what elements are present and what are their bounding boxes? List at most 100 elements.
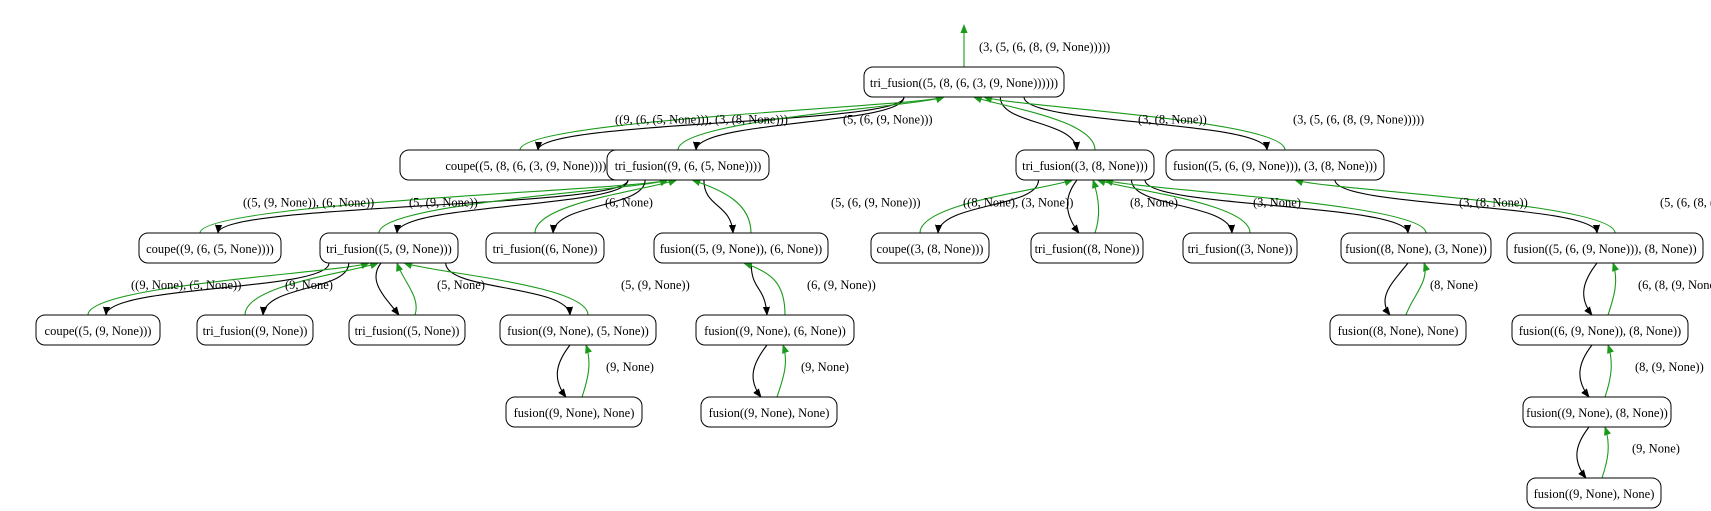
call-node-label: fusion((8, None), (3, None)) <box>1345 242 1487 256</box>
return-value-label: ((9, None), (5, None)) <box>131 278 241 292</box>
call-node: coupe((9, (6, (5, None)))) <box>138 232 282 264</box>
call-node-box <box>196 314 314 346</box>
call-node: fusion((8, None), None) <box>1329 314 1467 346</box>
return-value-label: (8, (9, None)) <box>1635 360 1704 374</box>
call-edge <box>556 344 571 398</box>
call-node: fusion((5, (9, None)), (6, None)) <box>653 232 829 264</box>
return-edge <box>919 179 1074 234</box>
return-edge <box>972 96 1096 151</box>
call-node-label: fusion((5, (6, (9, None))), (8, None)) <box>1513 242 1696 256</box>
call-node-box <box>653 232 829 264</box>
return-value-label: (8, None) <box>1430 278 1478 292</box>
return-value-label: (9, None) <box>1632 442 1680 456</box>
call-node-label: fusion((9, None), None) <box>514 406 635 420</box>
return-value-label: (9, None) <box>285 278 333 292</box>
call-node-label: fusion((9, None), (5, None)) <box>507 324 649 338</box>
call-node-box <box>138 232 282 264</box>
call-edge <box>1144 179 1411 234</box>
call-node: tri_fusion((5, (8, (6, (3, (9, None)))))… <box>863 66 1065 98</box>
call-node-box <box>1182 232 1298 264</box>
call-node: fusion((8, None), (3, None)) <box>1340 232 1492 264</box>
call-node-label: coupe((3, (8, None))) <box>877 242 984 256</box>
return-edge <box>581 344 592 398</box>
call-node-box <box>1526 477 1662 509</box>
return-value-label: ((8, None), (3, None)) <box>963 196 1073 210</box>
return-value-label: (5, None) <box>437 278 485 292</box>
call-node-box <box>695 314 855 346</box>
call-node: coupe((3, (8, None))) <box>870 232 990 264</box>
return-value-label: (6, None) <box>605 196 653 210</box>
call-edge <box>752 344 768 398</box>
call-node: fusion((9, None), None) <box>505 396 643 428</box>
call-edge <box>375 262 400 316</box>
call-node: fusion((6, (9, None)), (8, None)) <box>1511 314 1689 346</box>
return-value-label: (5, (6, (8, (9, None)))) <box>1660 196 1711 210</box>
return-edge <box>1607 262 1619 316</box>
call-node-label: tri_fusion((9, (6, (5, None)))) <box>615 159 761 173</box>
return-edge <box>1294 179 1616 234</box>
call-node-label: tri_fusion((3, None)) <box>1188 242 1293 256</box>
call-node: fusion((9, None), None) <box>1526 477 1662 509</box>
return-value-label: (5, (9, None)) <box>409 196 478 210</box>
call-node: fusion((5, (6, (9, None))), (8, None)) <box>1506 232 1704 264</box>
call-node-label: tri_fusion((6, None)) <box>493 242 598 256</box>
return-value-label: (6, (9, None)) <box>807 278 876 292</box>
call-node-label: tri_fusion((5, (9, None))) <box>326 242 452 256</box>
call-node-box <box>1511 314 1689 346</box>
call-node-label: coupe((5, (9, None))) <box>45 324 152 338</box>
return-edge <box>378 179 669 234</box>
edge-labels-layer: ((9, (6, (5, None))), (3, (8, None)))(5,… <box>131 40 1711 456</box>
call-node-label: fusion((9, None), (8, None)) <box>1526 406 1668 420</box>
edges-layer <box>87 24 1619 479</box>
call-edge <box>693 96 905 151</box>
call-node-box <box>1015 149 1155 181</box>
call-node-label: tri_fusion((8, None)) <box>1035 242 1140 256</box>
call-node: tri_fusion((9, None)) <box>196 314 314 346</box>
return-value-label: (8, None) <box>1130 196 1178 210</box>
return-edge <box>742 262 786 316</box>
call-node-box <box>1506 232 1704 264</box>
call-node-label: fusion((9, None), None) <box>1534 487 1655 501</box>
call-edge <box>103 262 330 316</box>
return-edge <box>983 96 1286 151</box>
call-node-label: fusion((9, None), None) <box>709 406 830 420</box>
return-value-label: (3, (5, (6, (8, (9, None))))) <box>1293 113 1424 127</box>
return-edge <box>534 179 678 234</box>
return-value-label: ((5, (9, None)), (6, None)) <box>243 196 374 210</box>
return-value-label: (5, (6, (9, None))) <box>843 113 933 127</box>
return-value-label: (3, (8, None)) <box>1459 196 1528 210</box>
call-node-label: fusion((8, None), None) <box>1338 324 1459 338</box>
call-node: fusion((9, None), (5, None)) <box>499 314 657 346</box>
call-node-box <box>319 232 459 264</box>
call-node-box <box>1329 314 1467 346</box>
return-edge <box>691 179 752 234</box>
call-node: tri_fusion((5, None)) <box>348 314 466 346</box>
call-edge <box>750 262 771 316</box>
call-node: fusion((9, None), (6, None)) <box>695 314 855 346</box>
call-node-label: fusion((6, (9, None)), (8, None)) <box>1519 324 1681 338</box>
return-edge <box>776 344 789 398</box>
call-edge <box>1583 262 1598 316</box>
return-edge <box>396 262 417 316</box>
call-node: tri_fusion((8, None)) <box>1030 232 1144 264</box>
call-node: coupe((5, (9, None))) <box>35 314 161 346</box>
call-node-label: fusion((9, None), (6, None)) <box>704 324 846 338</box>
return-edge <box>403 262 589 316</box>
call-node-box <box>505 396 643 428</box>
return-value-label: (6, (8, (9, None))) <box>1638 278 1711 292</box>
return-edge <box>1405 262 1430 316</box>
call-node-box <box>870 232 990 264</box>
call-edge <box>703 179 737 234</box>
call-node: tri_fusion((3, (8, None))) <box>1015 149 1155 181</box>
return-value-label: (9, None) <box>801 360 849 374</box>
call-edge <box>1576 426 1590 479</box>
call-node-label: tri_fusion((3, (8, None))) <box>1022 159 1148 173</box>
call-edge <box>535 96 905 151</box>
call-node-label: tri_fusion((5, (8, (6, (3, (9, None)))))… <box>870 76 1058 90</box>
call-edge <box>1382 262 1409 316</box>
return-value-label: (5, (6, (9, None))) <box>831 196 921 210</box>
return-edge <box>1104 179 1427 234</box>
call-node-box <box>1522 396 1672 428</box>
call-edge <box>394 179 629 234</box>
